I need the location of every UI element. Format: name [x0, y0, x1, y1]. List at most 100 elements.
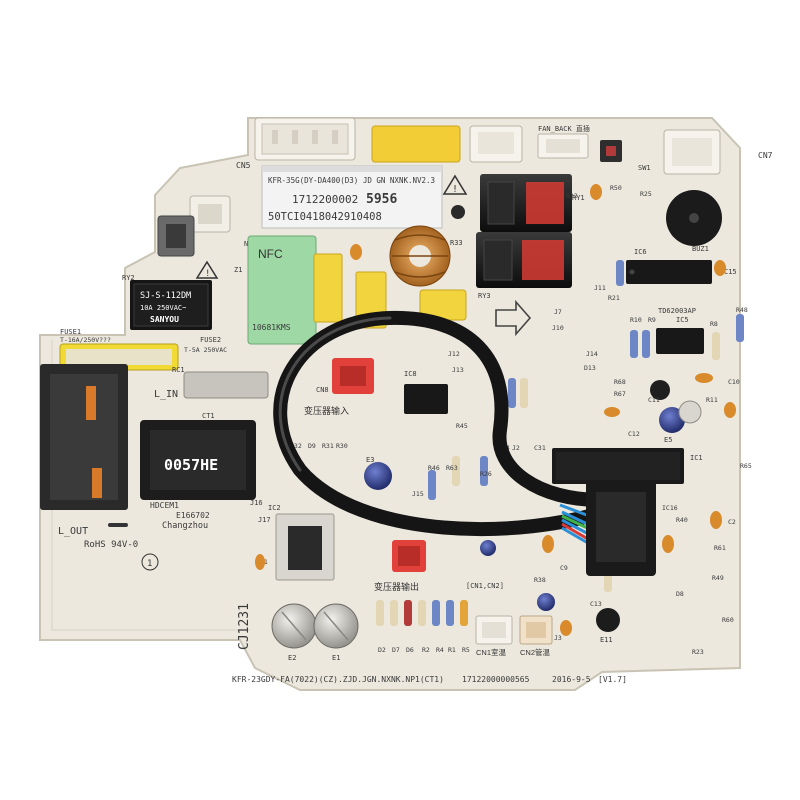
- label-ic6: IC6: [634, 248, 647, 256]
- ct-text: 0057HE: [164, 456, 218, 474]
- capacitor-e11: [596, 608, 620, 632]
- regulator-heatsink: [275, 513, 335, 581]
- capacitor-e3: [364, 462, 392, 490]
- label-rc1: RC1: [172, 366, 185, 374]
- silk-circle-mark: [141, 553, 159, 571]
- label-fan-back: FAN_BACK 直插: [538, 124, 590, 133]
- x-capacitor-green: NFC 10681KMS: [247, 235, 317, 345]
- label-d7: D7: [392, 646, 400, 654]
- svg-text:!: !: [452, 184, 458, 195]
- connector-left-white: [189, 195, 231, 233]
- label-r1: R1: [448, 646, 456, 654]
- label-r68: R68: [614, 378, 626, 386]
- relay-brand: SANYOU: [150, 315, 179, 324]
- label-r60: R60: [722, 616, 734, 624]
- inductor-note: NFC: [258, 247, 283, 261]
- label-d2: D2: [378, 646, 386, 654]
- label-ry3: RY3: [478, 292, 491, 300]
- label-r63: R63: [446, 464, 458, 472]
- label-c15: C15: [724, 268, 737, 276]
- label-c31: C31: [534, 444, 546, 452]
- label-d13: D13: [584, 364, 596, 372]
- ic-ic5: [656, 328, 704, 354]
- label-fuse2-rating: T-5A 250VAC: [184, 346, 227, 354]
- label-r50: R50: [610, 184, 622, 192]
- label-d9: D9: [308, 442, 316, 450]
- label-cn7: CN7: [758, 151, 773, 160]
- label-r5: R5: [462, 646, 470, 654]
- relay-rating: 10A 250VAC~: [140, 304, 186, 312]
- label-j3: J3: [554, 634, 562, 642]
- label-j11: J11: [594, 284, 606, 292]
- label-r45: R45: [456, 422, 468, 430]
- label-r65: R65: [740, 462, 752, 470]
- svg-text:10681KMS: 10681KMS: [252, 323, 291, 332]
- label-r46: R46: [428, 464, 440, 472]
- label-ry1: RY1: [572, 194, 585, 202]
- capacitor-small: [678, 400, 702, 424]
- label-r25: R25: [640, 190, 652, 198]
- label-ic1: IC1: [690, 454, 703, 462]
- label-c2: C2: [728, 518, 736, 526]
- label-d6: D6: [406, 646, 414, 654]
- label-fuse2: FUSE2: [200, 336, 221, 344]
- label-r40: R40: [676, 516, 688, 524]
- connector-left-dark: [157, 215, 195, 257]
- label-r61: R61: [714, 544, 726, 552]
- label-r67: R67: [614, 390, 626, 398]
- toroid-inductor: [389, 225, 451, 287]
- silk-bottom-code: 17122000000565: [462, 675, 530, 684]
- label-ic5: IC5: [676, 316, 689, 324]
- x-capacitor-top: [371, 125, 461, 163]
- capacitor-e2-a: [271, 603, 317, 649]
- label-ic8: IC8: [404, 370, 417, 378]
- label-e2: E2: [288, 654, 296, 662]
- fuse-fuse2: [183, 371, 269, 399]
- film-capacitor: [313, 253, 343, 323]
- label-c11: C11: [648, 396, 660, 404]
- relay-sanyou: SJ-S-112DM 10A 250VAC~ SANYOU: [130, 280, 212, 330]
- label-j15: J15: [412, 490, 424, 498]
- label-e3: E3: [366, 456, 374, 464]
- label-c9: C9: [560, 564, 568, 572]
- capacitor-small: [480, 540, 496, 556]
- label-sw1: SW1: [638, 164, 651, 172]
- silk-circle-num: 1: [147, 559, 152, 569]
- svg-text:!: !: [205, 269, 210, 279]
- silk-cj-label: CJ1231: [237, 603, 252, 650]
- label-r11: R11: [706, 396, 718, 404]
- connector-cn7: [663, 129, 721, 175]
- ic-mcu: [552, 448, 684, 484]
- label-j2: J2: [512, 444, 520, 452]
- silk-bar: [108, 523, 128, 527]
- label-e1: E1: [332, 654, 340, 662]
- wire-harness-highlight: [278, 316, 392, 472]
- label-r32: R32: [290, 442, 302, 450]
- capacitor-small: [650, 380, 670, 400]
- warning-icon: !: [195, 260, 219, 279]
- ic-ic8: [404, 384, 448, 414]
- label-cn8: CN8: [316, 386, 329, 394]
- label-r8: R8: [710, 320, 718, 328]
- wire-connector: [559, 480, 656, 576]
- label-d8: D8: [676, 590, 684, 598]
- label-j17: J17: [258, 516, 271, 524]
- label-r10: R10: [630, 316, 642, 324]
- silk-ul2: E166702: [176, 511, 210, 520]
- label-e11: E11: [600, 636, 613, 644]
- sticker-line1: KFR-35G(DY-DA400(D3) JD GN NXNK.NV2.3: [268, 176, 435, 185]
- label-c13: C13: [590, 600, 602, 608]
- capacitor-e2-b: [313, 603, 359, 649]
- label-e5: E5: [664, 436, 672, 444]
- label-r32b: R32: [566, 192, 578, 200]
- relay-ry3: [476, 232, 572, 288]
- transformer-sticker: KFR-35G(DY-DA400(D3) JD GN NXNK.NV2.3 17…: [261, 165, 443, 229]
- silk-ul1: HDCEM1: [150, 501, 179, 510]
- silk-pipe-temp: CN2管温: [520, 647, 551, 657]
- label-r38: R38: [534, 576, 546, 584]
- label-j12: J12: [448, 350, 460, 358]
- sticker-line3: 50TCI0418042910408: [268, 211, 382, 223]
- label-j7: J7: [554, 308, 562, 316]
- resistor-array: [376, 600, 468, 626]
